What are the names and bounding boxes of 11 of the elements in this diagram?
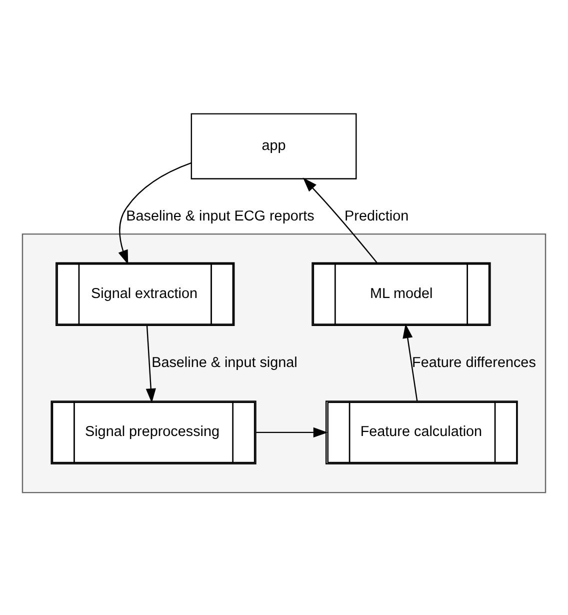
arrow: [302, 177, 378, 262]
arrow: [146, 325, 156, 402]
edge-label: Prediction: [344, 208, 409, 224]
arrow: [256, 426, 328, 437]
edge-label: Baseline & input ECG reports: [126, 208, 314, 224]
edge-label: Baseline & input signal: [152, 354, 298, 371]
arrow: [118, 162, 192, 264]
arrow: [402, 323, 418, 401]
edge-label: Feature differences: [412, 354, 536, 371]
cluster: [22, 232, 546, 493]
node-box: app: [190, 112, 357, 179]
